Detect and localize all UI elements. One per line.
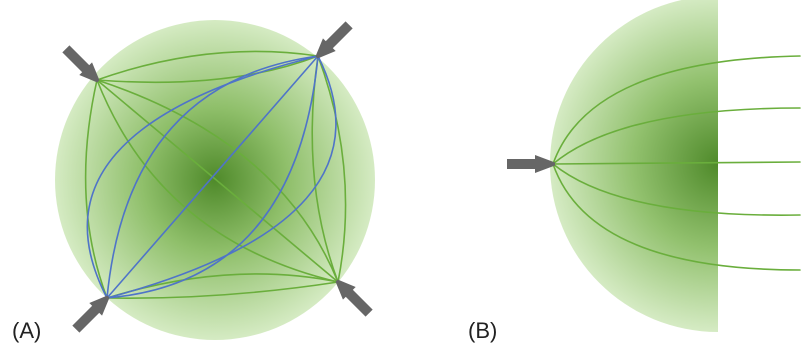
green-path: [96, 79, 339, 283]
green-path: [552, 163, 801, 216]
optical-fiber-icon: [315, 21, 353, 59]
green-path: [106, 281, 339, 299]
optical-fiber-icon: [335, 279, 373, 317]
tissue-disk-a: [55, 20, 375, 340]
green-paths-b: [552, 55, 801, 271]
green-path: [96, 50, 319, 81]
green-paths-a: [84, 50, 347, 299]
green-path: [552, 163, 801, 271]
blue-path: [106, 55, 337, 299]
green-path: [552, 161, 801, 165]
blue-path: [86, 55, 319, 299]
optical-fiber-icon: [62, 45, 100, 83]
blue-path: [106, 55, 319, 299]
green-path: [552, 55, 801, 165]
panel-b: (B): [468, 0, 801, 343]
panel-label: (A): [12, 318, 41, 343]
green-path: [96, 55, 319, 84]
green-path: [317, 55, 347, 283]
green-path: [96, 79, 339, 283]
panel-label: (B): [468, 318, 497, 343]
blue-path: [106, 55, 319, 299]
green-path: [84, 79, 108, 299]
tissue-half-disk-b: [550, 0, 718, 332]
panel-a: (A): [12, 20, 375, 343]
green-path: [96, 79, 339, 283]
blue-paths-a: [86, 55, 337, 299]
optical-fiber-icon: [507, 155, 555, 173]
optical-fiber-icon: [72, 295, 110, 333]
green-path: [552, 107, 801, 165]
blue-path: [106, 55, 319, 299]
